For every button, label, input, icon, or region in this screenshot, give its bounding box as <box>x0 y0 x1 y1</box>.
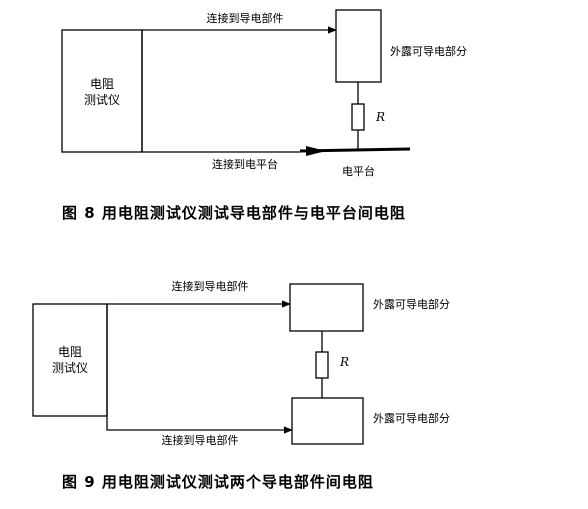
fig8-bottom-wire-label: 连接到电平台 <box>212 157 278 171</box>
figure-9: 电阻 测试仪 连接到导电部件 外露可导电部分 R 外露可导电部分 连接到导电部件… <box>32 279 450 491</box>
fig8-tester-box <box>61 29 143 153</box>
fig9-bottom-wire-label: 连接到导电部件 <box>162 433 239 447</box>
fig9-tester-label-1: 电阻 <box>58 345 82 359</box>
fig9-resistor <box>315 351 329 379</box>
fig9-part-top-label: 外露可导电部分 <box>373 297 450 311</box>
fig9-resistor-label: R <box>339 355 349 369</box>
fig8-part-box <box>335 9 382 83</box>
fig8-tester-label-2: 测试仪 <box>84 92 120 107</box>
fig8-top-wire-label: 连接到导电部件 <box>207 11 284 25</box>
fig8-resistor <box>351 103 365 131</box>
fig9-tester-label-2: 测试仪 <box>52 360 88 375</box>
fig8-part-label: 外露可导电部分 <box>390 44 467 58</box>
fig8-tester-label-1: 电阻 <box>90 77 114 91</box>
fig8-platform-arrowhead <box>306 146 326 156</box>
fig8-resistor-label: R <box>375 110 385 124</box>
fig9-top-wire-label: 连接到导电部件 <box>172 279 249 293</box>
fig9-part-bottom-label: 外露可导电部分 <box>373 411 450 425</box>
fig9-part-bottom-box <box>291 397 364 445</box>
figure-8: 电阻 测试仪 连接到导电部件 外露可导电部分 R 连接到电平台 电平台 图 8 … <box>61 9 467 222</box>
fig9-caption: 图 9 用电阻测试仪测试两个导电部件间电阻 <box>62 473 374 491</box>
fig8-platform-label: 电平台 <box>342 164 375 178</box>
fig8-caption: 图 8 用电阻测试仪测试导电部件与电平台间电阻 <box>62 204 406 222</box>
fig9-part-top-box <box>289 283 364 332</box>
fig9-bottom-wire <box>106 416 293 434</box>
fig9-tester-box <box>32 303 108 417</box>
